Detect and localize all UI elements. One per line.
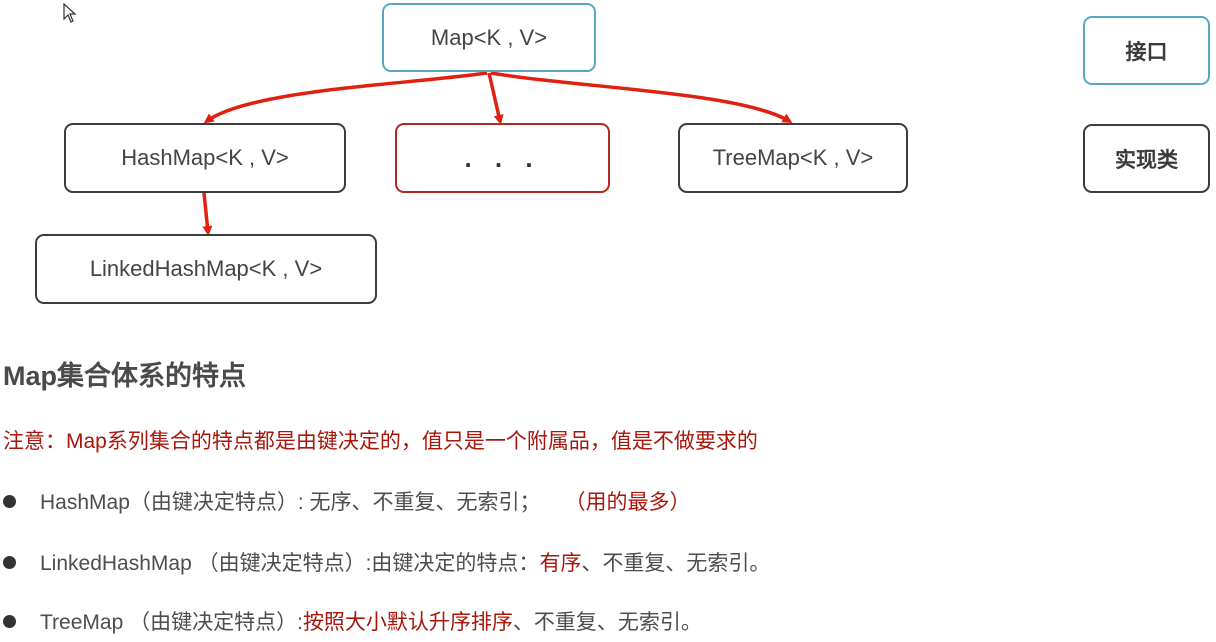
- bullet-treemap-rest: 、不重复、无索引。: [512, 611, 702, 634]
- other-implementations-label: . . .: [464, 142, 541, 173]
- legend-implementation-label: 实现类: [1115, 148, 1178, 172]
- bullet-treemap-desc: （由键决定特点）:: [129, 611, 303, 634]
- bullet-dot: [3, 614, 16, 628]
- treemap-box: TreeMap<K , V>: [678, 123, 908, 193]
- section-note: 注意：Map系列集合的特点都是由键决定的，值只是一个附属品，值是不做要求的: [3, 430, 758, 453]
- bullet-linkedhashmap-rest: 、不重复、无索引。: [581, 552, 771, 575]
- linkedhashmap-box: LinkedHashMap<K , V>: [35, 234, 377, 304]
- bullet-dot: [3, 555, 16, 569]
- bullet-dot: [3, 494, 16, 508]
- bullet-linkedhashmap: LinkedHashMap （由键决定特点）:由键决定的特点：有序、不重复、无索…: [3, 547, 770, 577]
- bullet-hashmap: HashMap（由键决定特点）: 无序、不重复、无索引； （用的最多）: [3, 486, 691, 516]
- hierarchy-arrows: [202, 71, 793, 236]
- hashmap-box: HashMap<K , V>: [64, 123, 346, 193]
- legend-interface-label: 接口: [1125, 40, 1168, 64]
- arrow-to-linkedhashmap: [202, 192, 213, 236]
- arrow-to-others: [487, 72, 504, 125]
- bullet-hashmap-desc: （由键决定特点）: 无序、不重复、无索引；: [129, 491, 541, 514]
- map-interface-box: Map<K , V>: [382, 3, 596, 72]
- arrow-to-hashmap: [203, 71, 488, 124]
- bullet-hashmap-name: HashMap: [40, 491, 130, 514]
- mouse-cursor-icon: [63, 3, 77, 23]
- bullet-treemap-name: TreeMap: [40, 611, 130, 634]
- hashmap-label: HashMap<K , V>: [121, 145, 289, 170]
- linkedhashmap-label: LinkedHashMap<K , V>: [89, 256, 323, 281]
- other-implementations-box: . . .: [395, 123, 610, 193]
- section-title: Map集合体系的特点: [3, 361, 246, 391]
- treemap-label: TreeMap<K , V>: [712, 145, 874, 170]
- arrow-to-treemap: [490, 71, 793, 124]
- bullet-linkedhashmap-highlight: 有序: [539, 552, 582, 575]
- map-interface-label: Map<K , V>: [430, 24, 548, 50]
- legend-interface-box: 接口: [1083, 16, 1210, 85]
- bullet-linkedhashmap-name: LinkedHashMap: [40, 552, 198, 575]
- bullet-linkedhashmap-desc: （由键决定特点）:由键决定的特点：: [197, 552, 540, 575]
- legend-implementation-box: 实现类: [1083, 124, 1210, 193]
- bullet-hashmap-highlight: （用的最多）: [564, 491, 691, 514]
- bullet-treemap: TreeMap （由键决定特点）:按照大小默认升序排序、不重复、无索引。: [3, 606, 702, 636]
- bullet-treemap-highlight: 按照大小默认升序排序: [302, 611, 513, 634]
